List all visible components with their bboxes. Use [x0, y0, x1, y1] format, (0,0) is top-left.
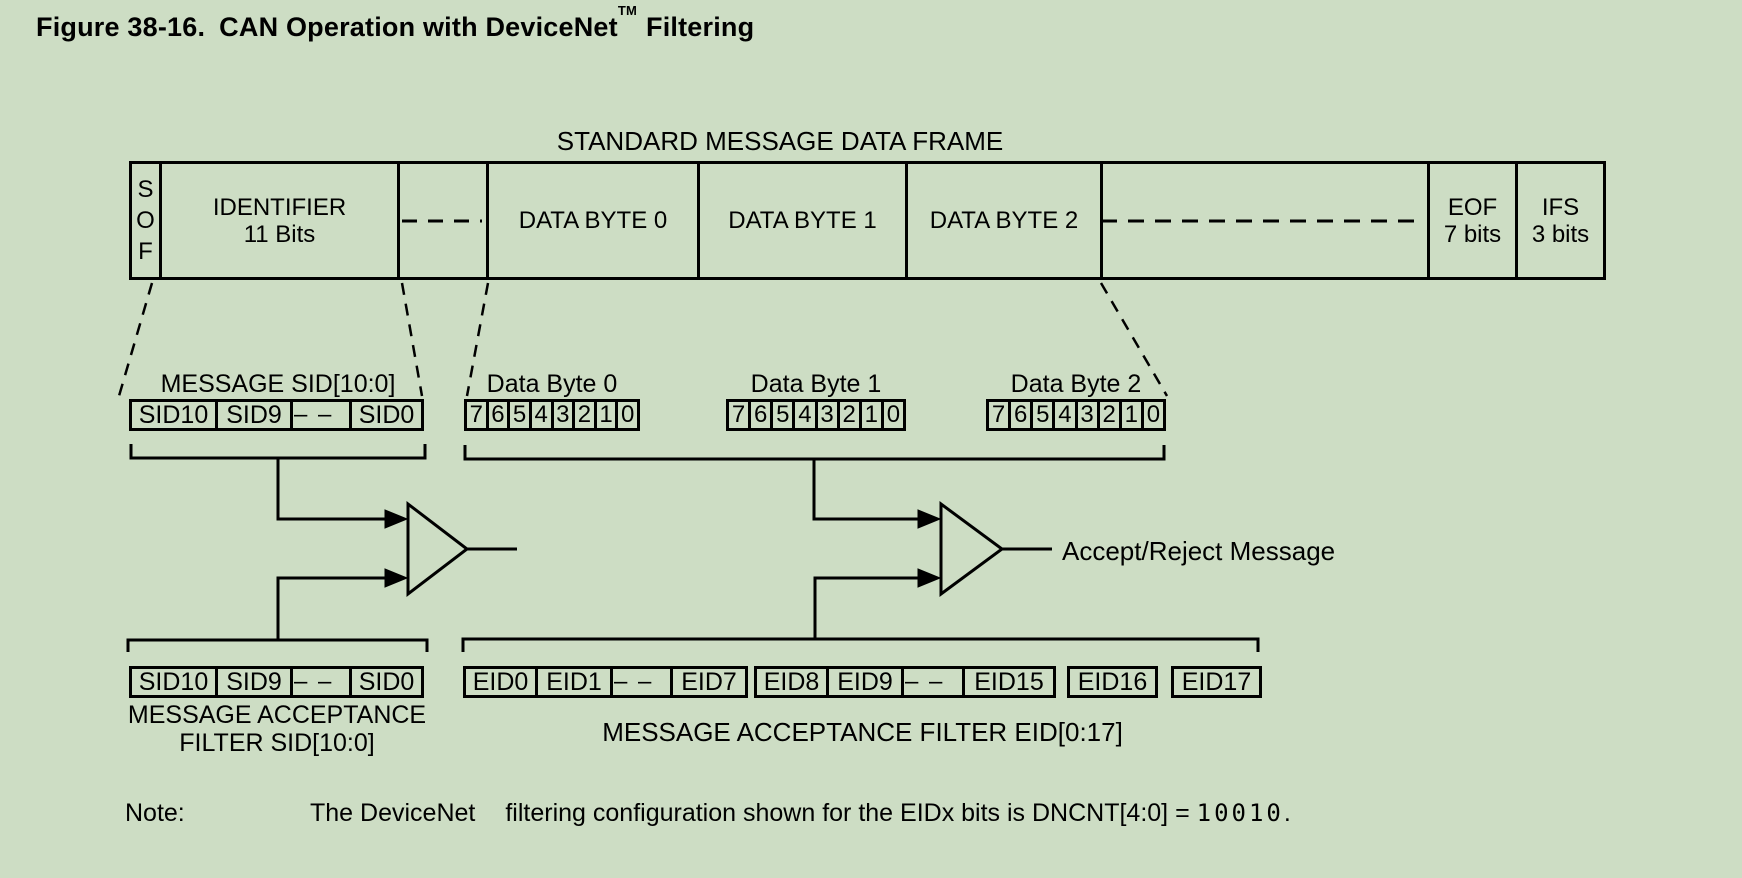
- eid-filter-cell-ellipsis: – –: [904, 666, 965, 698]
- standard-message-frame: S O F IDENTIFIER 11 Bits DATA BYTE 0 DAT…: [129, 161, 1606, 280]
- bit-cell: 1: [861, 399, 884, 431]
- data-byte-0-label: Data Byte 0: [486, 370, 618, 398]
- note-text-after: filtering configuration shown for the EI…: [505, 799, 1197, 827]
- bit-cell: 3: [553, 399, 576, 431]
- bracket-eid-filter: [461, 637, 1260, 652]
- bit-cell: 2: [839, 399, 862, 431]
- sid-filter-row: SID10 SID9 – – SID0: [129, 666, 424, 698]
- bit-cell: 5: [773, 399, 796, 431]
- frame-cell-data-byte-1: DATA BYTE 1: [700, 164, 908, 277]
- bit-cell: 7: [726, 399, 752, 431]
- wire-sid-filter-input: [276, 576, 390, 640]
- eid-filter-eid17: EID17: [1171, 666, 1262, 698]
- bit-cell: 3: [817, 399, 840, 431]
- arrowhead-icon: [917, 568, 942, 588]
- bit-cell: 4: [531, 399, 554, 431]
- sid-filter-label: MESSAGE ACCEPTANCE FILTER SID[10:0]: [127, 701, 427, 757]
- note-text: The DeviceNet filtering configuration sho…: [310, 799, 1291, 828]
- sid-filter-cell: SID9: [218, 666, 293, 698]
- frame-cell-ifs: IFS 3 bits: [1531, 193, 1590, 248]
- bit-cell: 1: [1121, 399, 1144, 431]
- sid-filter-cell-ellipsis: – –: [293, 666, 352, 698]
- frame-cell-data-byte-2: DATA BYTE 2: [908, 164, 1103, 277]
- eid-filter-cell: EID16: [1067, 666, 1158, 698]
- bit-cell: 5: [1033, 399, 1056, 431]
- bit-cell: 4: [1055, 399, 1078, 431]
- frame-cell-identifier: IDENTIFIER 11 Bits: [162, 164, 400, 277]
- bracket-data-bytes: [463, 445, 1166, 461]
- eid-filter-cell: EID8: [754, 666, 829, 698]
- eid-filter-label: MESSAGE ACCEPTANCE FILTER EID[0:17]: [602, 717, 1123, 747]
- message-sid-row: SID10 SID9 – – SID0: [129, 399, 424, 431]
- bit-cell: 7: [464, 399, 489, 431]
- sid-cell: SID9: [218, 399, 293, 431]
- bit-cell: 2: [1099, 399, 1122, 431]
- sid-filter-cell: SID0: [352, 666, 424, 698]
- eid-filter-cell: EID15: [965, 666, 1056, 698]
- eid-filter-cell: EID1: [538, 666, 613, 698]
- bit-cell: 5: [510, 399, 532, 431]
- note-label: Note:: [125, 799, 185, 827]
- arrowhead-icon: [384, 568, 409, 588]
- bit-cell: 7: [986, 399, 1012, 431]
- bit-cell: 3: [1077, 399, 1100, 431]
- eid-filter-group-2: EID8 EID9 – – EID15: [754, 666, 1056, 698]
- figure-title-suffix: Filtering: [646, 12, 755, 42]
- eid-filter-cell: EID17: [1171, 666, 1262, 698]
- bracket-message-sid: [129, 444, 427, 460]
- figure-number: Figure 38-16.: [36, 12, 206, 42]
- bit-cell: 6: [751, 399, 774, 431]
- bit-cell: 0: [883, 399, 906, 431]
- accept-reject-label: Accept/Reject Message: [1062, 536, 1336, 566]
- data-byte-1-bits: 7 6 5 4 3 2 1 0: [726, 399, 906, 431]
- bit-cell: 1: [596, 399, 619, 431]
- sid-cell-ellipsis: – –: [293, 399, 352, 431]
- frame-cell-data-byte-0: DATA BYTE 0: [489, 164, 700, 277]
- eid-filter-cell: EID9: [829, 666, 904, 698]
- wire-eid-filter-input: [813, 576, 923, 639]
- frame-cell-sof: S O F: [132, 164, 162, 277]
- sid-cell: SID0: [352, 399, 424, 431]
- bit-cell: 6: [1011, 399, 1034, 431]
- comparator-triangle-right-icon: [939, 501, 1005, 597]
- message-sid-label: MESSAGE SID[10:0]: [160, 370, 396, 398]
- note-text-before: The DeviceNet: [310, 799, 476, 827]
- eid-filter-cell: EID0: [463, 666, 538, 698]
- wire-sid-message-input: [276, 458, 390, 521]
- comparator-triangle-left-icon: [406, 500, 470, 598]
- arrowhead-icon: [917, 509, 942, 529]
- figure-title-text: CAN Operation with DeviceNet: [219, 12, 618, 42]
- bit-cell: 0: [618, 399, 640, 431]
- frame-cell-gap: [400, 164, 489, 277]
- frame-cell-gap-long: [1103, 164, 1430, 277]
- bit-cell: 6: [488, 399, 511, 431]
- eid-filter-eid16: EID16: [1067, 666, 1158, 698]
- bracket-sid-filter: [126, 638, 429, 652]
- eid-filter-cell-ellipsis: – –: [613, 666, 673, 698]
- eid-filter-cell: EID7: [673, 666, 748, 698]
- note-period: .: [1283, 799, 1291, 827]
- trademark-superscript: TM: [617, 3, 638, 18]
- data-byte-1-label: Data Byte 1: [750, 370, 882, 398]
- arrowhead-icon: [384, 509, 409, 529]
- data-byte-2-label: Data Byte 2: [1010, 370, 1142, 398]
- eid-filter-group-1: EID0 EID1 – – EID7: [463, 666, 748, 698]
- figure-title: Figure 38-16. CAN Operation with DeviceNe…: [36, 3, 755, 43]
- bit-cell: 4: [795, 399, 818, 431]
- data-byte-2-bits: 7 6 5 4 3 2 1 0: [986, 399, 1166, 431]
- sid-filter-cell: SID10: [129, 666, 218, 698]
- data-byte-0-bits: 7 6 5 4 3 2 1 0: [464, 399, 640, 431]
- wire-data-bytes-input: [812, 459, 923, 521]
- sid-cell: SID10: [129, 399, 218, 431]
- frame-cell-eof: EOF 7 bits: [1430, 164, 1518, 277]
- frame-heading: STANDARD MESSAGE DATA FRAME: [556, 126, 1004, 156]
- bit-cell: 2: [575, 399, 597, 431]
- note-binary-value: 10010: [1196, 799, 1284, 827]
- bit-cell: 0: [1143, 399, 1166, 431]
